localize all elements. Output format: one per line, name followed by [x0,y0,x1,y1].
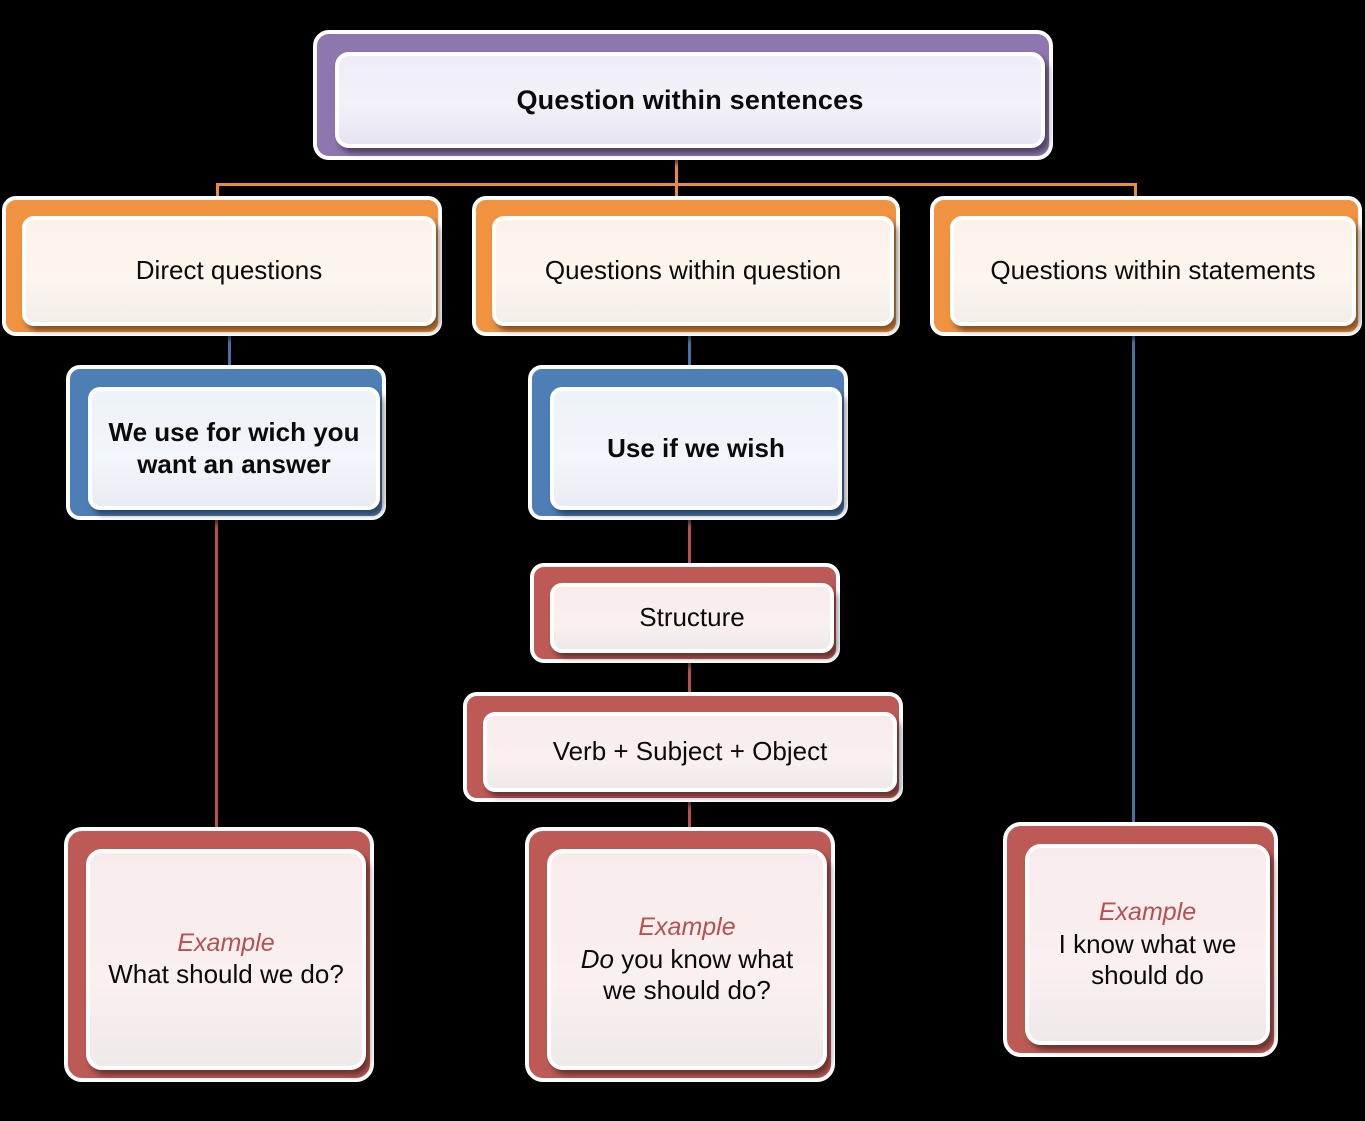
example-label-3: Example [1098,898,1197,927]
connector-formula-to-example-2 [688,790,691,845]
node-structure-panel: Structure [550,583,834,653]
node-example-questions-within-statements-content: Example I know what we should do [1029,897,1266,992]
connector-direct-questions-to-detail [228,318,231,380]
example-label-1: Example [177,928,275,957]
node-example-questions-within-statements-panel: Example I know what we should do [1025,844,1270,1045]
node-structure-label: Structure [639,602,745,633]
connector-root-stem [675,155,678,205]
example-text-3: I know what we should do [1058,928,1237,991]
connector-detail-to-structure [688,512,691,574]
node-example-questions-within-statements[interactable]: Example I know what we should do [1003,822,1278,1057]
node-questions-within-question-label: Questions within question [544,255,842,286]
example-text-1: What should we do? [108,959,344,990]
node-questions-within-statements-label: Questions within statements [990,255,1316,286]
node-questions-within-question-detail[interactable]: Use if we wish [528,365,848,520]
node-structure-formula[interactable]: Verb + Subject + Object [463,692,903,802]
node-structure-formula-label: Verb + Subject + Object [552,736,828,767]
node-example-direct-questions-panel: Example What should we do? [86,849,366,1070]
node-questions-within-question-detail-label: Use if we wish [607,432,785,463]
connector-root-bus [216,183,1137,186]
example-text-2-rest: you know what we should do? [603,943,794,1006]
connector-structure-to-formula [688,650,691,708]
node-questions-within-question-panel: Questions within question [492,216,894,326]
example-text-2: Do you know what we should do? [561,944,813,1007]
node-questions-within-question[interactable]: Questions within question [472,196,900,336]
node-direct-questions[interactable]: Direct questions [2,196,442,336]
connector-detail-to-example-1 [215,512,218,842]
node-direct-questions-label: Direct questions [135,255,323,286]
node-structure[interactable]: Structure [530,563,840,663]
node-direct-questions-detail-panel: We use for wich you want an answer [88,387,380,510]
node-questions-within-statements[interactable]: Questions within statements [930,196,1362,336]
node-direct-questions-panel: Direct questions [22,216,436,326]
node-structure-formula-panel: Verb + Subject + Object [483,712,897,792]
connector-questions-within-statements-to-example-3 [1132,330,1135,840]
connector-questions-within-question-to-detail [688,318,691,380]
node-direct-questions-detail-label: We use for wich you want an answer [108,416,360,479]
node-direct-questions-detail[interactable]: We use for wich you want an answer [66,365,386,520]
example-text-2-italic-prefix: Do [580,943,615,974]
node-example-questions-within-question[interactable]: Example Do you know what we should do? [525,827,835,1082]
node-questions-within-question-detail-panel: Use if we wish [550,387,842,510]
node-root-panel: Question within sentences [335,52,1045,148]
node-root-label: Question within sentences [516,84,864,115]
node-questions-within-statements-panel: Questions within statements [950,216,1356,326]
node-example-direct-questions[interactable]: Example What should we do? [64,827,374,1082]
node-example-questions-within-question-content: Example Do you know what we should do? [551,912,823,1007]
node-example-direct-questions-content: Example What should we do? [90,928,362,991]
example-label-2: Example [638,913,736,942]
node-root[interactable]: Question within sentences [313,30,1053,160]
node-example-questions-within-question-panel: Example Do you know what we should do? [547,849,827,1070]
